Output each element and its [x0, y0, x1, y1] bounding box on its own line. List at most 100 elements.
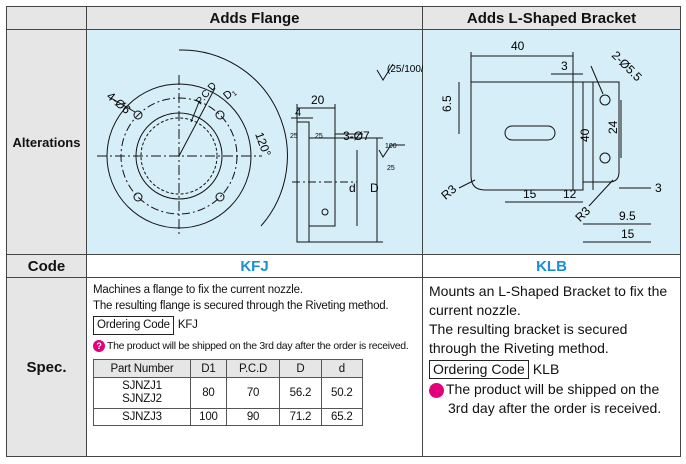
alteration-table: Adds Flange Adds L-Shaped Bracket Altera…: [6, 6, 681, 457]
code-row: Code KFJ KLB: [6, 254, 681, 278]
row-label-code: Code: [6, 254, 87, 278]
bracket-slot: [504, 125, 556, 141]
bracket-drawing: 40 3 2-Ø5.5 6.5 40 24 R3 R3 15 12 3 9.5 …: [438, 39, 662, 243]
code-bracket: KLB: [422, 254, 681, 278]
cell-pcd: 90: [225, 408, 281, 426]
parts-header-row: Part Number D1 P.C.D D d: [93, 359, 364, 378]
cell-d: 50.2: [320, 377, 364, 409]
label-angle: 120°: [252, 130, 274, 158]
nozzle-inner-circle: [140, 117, 218, 195]
question-circle-icon: ?: [424, 382, 444, 398]
header-row: Adds Flange Adds L-Shaped Bracket: [6, 6, 681, 30]
cell-D: 56.2: [279, 377, 322, 409]
roughness-symbol-icon: [378, 144, 405, 158]
label-rough-25b: 25: [315, 133, 323, 140]
cell-part-number: SJNZJ3: [93, 408, 191, 426]
label-finish-note: (25/100/): [387, 64, 423, 75]
finish-check-icon: [376, 63, 394, 81]
flange-hole: [215, 192, 225, 202]
shipping-note-bracket: ?The product will be shipped on the 3rd …: [424, 380, 674, 418]
shipping-note-flange: ?The product will be shipped on the 3rd …: [93, 338, 416, 354]
row-label-spec: Spec.: [6, 277, 87, 457]
bracket-hole: [599, 94, 611, 106]
shipping-note-text: The product will be shipped on the 3rd d…: [446, 381, 662, 416]
label-r3-right: R3: [572, 204, 593, 225]
label-rough-25a: 25: [290, 133, 298, 140]
flange-hole: [133, 192, 143, 202]
bracket-front-plate: [470, 81, 574, 191]
code-flange: KFJ: [86, 254, 423, 278]
spec-flange-cell: Machines a flange to fix the current noz…: [86, 277, 423, 457]
holes-leader: [590, 65, 604, 95]
holes-leader: [110, 97, 136, 113]
col-header-pcd: P.C.D: [225, 359, 281, 378]
cell-d1: 100: [190, 408, 227, 426]
spec-bracket: Mounts an L-Shaped Bracket to fix the cu…: [423, 278, 680, 418]
col-header-d: d: [320, 359, 364, 378]
flange-hole: [133, 110, 143, 120]
label-dim-12: 12: [563, 187, 577, 201]
label-dim-9-5: 9.5: [619, 209, 636, 223]
label-dim-4: 4: [295, 107, 301, 119]
ordering-code-value: KFJ: [177, 319, 198, 331]
ordering-code-label: Ordering Code: [93, 316, 174, 335]
bracket-side-plate: [582, 81, 620, 183]
cell-D: 71.2: [279, 408, 322, 426]
bracket-hole: [599, 152, 611, 164]
label-dim-24: 24: [606, 120, 620, 134]
spec-row: Spec. Machines a flange to fix the curre…: [6, 277, 681, 457]
ordering-code-value: KLB: [532, 361, 560, 377]
angle-arc: [178, 49, 288, 227]
label-dim-3-top: 3: [561, 59, 568, 73]
r3-left-leader: [458, 179, 476, 189]
label-d-big: D: [370, 181, 379, 195]
label-d1-sub: 1: [231, 90, 239, 98]
cell-d: 65.2: [320, 408, 364, 426]
alterations-row: Alterations: [6, 29, 681, 255]
flange-drawing-cell: 4-Ø6 P.C.D D1 120° 20 4 25 25 3-Ø7 100 2…: [86, 29, 423, 255]
label-dim-15: 15: [523, 187, 537, 201]
header-empty: [6, 6, 87, 30]
col-header-d1: D1: [190, 359, 227, 378]
label-r3-left: R3: [438, 182, 459, 203]
label-d1: D1: [221, 85, 239, 103]
shipping-note-text: The product will be shipped on the 3rd d…: [107, 340, 409, 352]
flange-hole: [215, 110, 225, 120]
spec-bracket-line1: Mounts an L-Shaped Bracket to fix the cu…: [429, 283, 668, 318]
r3-right-leader: [588, 179, 614, 207]
question-circle-icon: ?: [93, 340, 105, 353]
label-dim-40-top: 40: [511, 39, 525, 53]
spec-flange-line2: The resulting flange is secured through …: [93, 300, 389, 312]
spec-bracket-line2: The resulting bracket is secured through…: [429, 321, 628, 356]
label-dim-40-side: 40: [578, 128, 592, 142]
bracket-drawing-cell: 40 3 2-Ø5.5 6.5 40 24 R3 R3 15 12 3 9.5 …: [422, 29, 681, 255]
label-dim-20: 20: [311, 93, 325, 107]
d1-leader: [178, 87, 216, 157]
spec-flange: Machines a flange to fix the current noz…: [87, 278, 422, 426]
label-rough-25c: 25: [387, 165, 395, 172]
flange-drawing: 4-Ø6 P.C.D D1 120° 20 4 25 25 3-Ø7 100 2…: [97, 49, 423, 243]
label-rough-100: 100: [385, 143, 397, 150]
label-holes: 4-Ø6: [104, 89, 134, 117]
ordering-code-label: Ordering Code: [429, 360, 529, 379]
label-dim-6-5: 6.5: [440, 95, 454, 112]
cell-d1: 80: [190, 377, 227, 409]
pcd-leader: [190, 101, 200, 123]
header-adds-bracket: Adds L-Shaped Bracket: [422, 6, 681, 30]
rivet-side: [321, 208, 329, 216]
col-header-D: D: [279, 359, 322, 378]
table-row: SJNZJ3 100 90 71.2 65.2: [93, 408, 364, 426]
col-header-part-number: Part Number: [93, 359, 191, 378]
label-holes2: 3-Ø7: [343, 129, 370, 143]
label-bracket-holes: 2-Ø5.5: [609, 48, 645, 84]
row-label-alterations: Alterations: [6, 29, 87, 255]
label-d-small: d: [349, 181, 356, 195]
label-dim-3-right: 3: [655, 181, 662, 195]
header-adds-flange: Adds Flange: [86, 6, 423, 30]
